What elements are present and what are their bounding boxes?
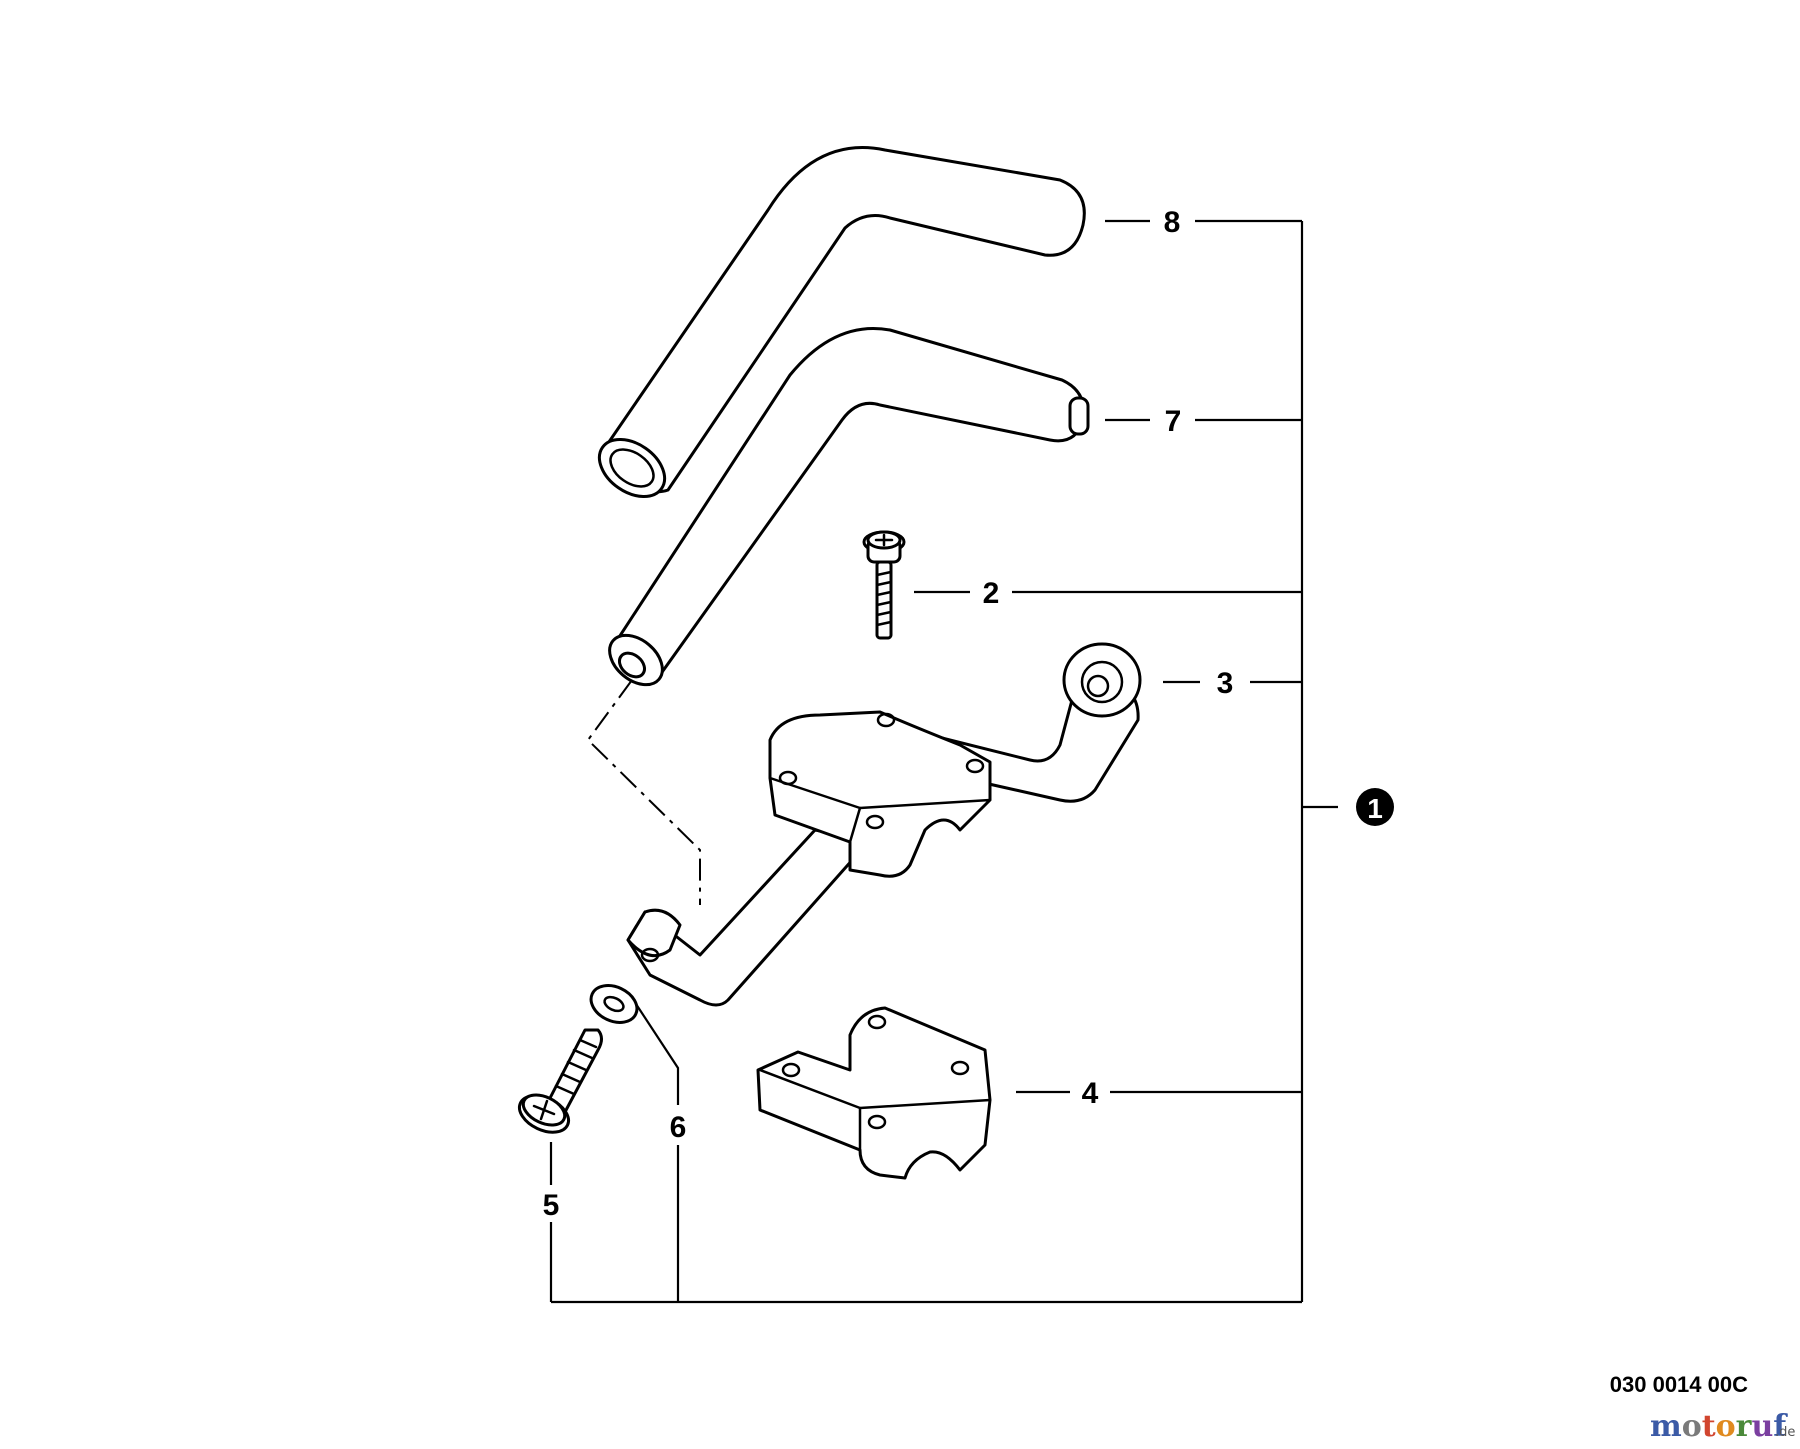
watermark-letter: o	[1716, 1409, 1736, 1444]
part-4-clamp	[756, 1006, 992, 1180]
callout-4: 4	[1082, 1077, 1099, 1110]
callout-6: 6	[670, 1111, 687, 1144]
callout-7: 7	[1165, 405, 1182, 438]
callout-3: 3	[1217, 667, 1234, 700]
part-3-bracket	[626, 642, 1142, 1007]
part-8-handle-grip	[597, 146, 1086, 499]
callout-1-marker	[1356, 788, 1394, 826]
watermark-letter: o	[1682, 1409, 1702, 1444]
part-5-screw	[517, 1028, 603, 1134]
watermark-tld: .de	[1775, 1425, 1795, 1440]
watermark-logo: motoruf .de	[1650, 1409, 1795, 1444]
part-2-screw	[862, 530, 906, 640]
leader-lines	[549, 219, 1338, 1304]
part-7-handle-grip	[608, 326, 1090, 687]
callout-labels: 1 2 3 4 5 6 7 8	[543, 206, 1394, 1222]
callout-2: 2	[983, 577, 1000, 610]
assembly-line	[586, 679, 701, 905]
watermark-letter: t	[1702, 1409, 1716, 1444]
watermark-letter: r	[1736, 1409, 1753, 1444]
watermark-letter: m	[1650, 1409, 1682, 1444]
callout-8: 8	[1164, 206, 1181, 239]
svg-text:motoruf: motoruf	[1650, 1409, 1788, 1444]
part-6-washer	[589, 984, 639, 1024]
watermark-letter: f	[1773, 1409, 1788, 1444]
callout-5: 5	[543, 1189, 560, 1222]
document-code: 030 0014 00C	[1610, 1372, 1748, 1397]
watermark-letter: u	[1751, 1409, 1773, 1444]
callout-1: 1	[1367, 793, 1383, 824]
